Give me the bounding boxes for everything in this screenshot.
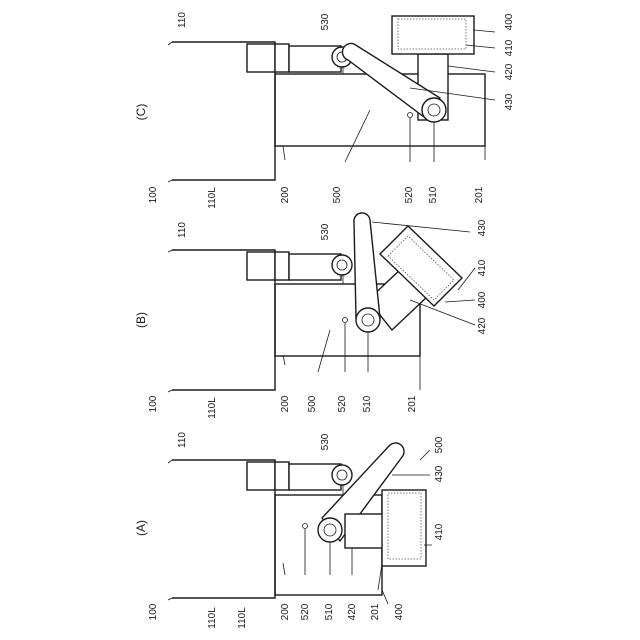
- panel-b-pivot-510: [356, 308, 380, 332]
- panel-c-label-410: 410: [504, 39, 515, 56]
- panel-c-pin-520: [408, 113, 413, 118]
- panel-c-label-400: 400: [504, 13, 515, 30]
- panel-a-label-110L-2: 110L: [237, 607, 248, 629]
- panel-b-lever-430: [354, 213, 380, 318]
- panel-a-block-530: [247, 462, 275, 490]
- panel-b-label-510: 510: [362, 395, 373, 412]
- panel-a-box-400: [382, 490, 426, 566]
- panel-b-label-201: 201: [407, 395, 418, 412]
- panel-b-label-530: 530: [320, 223, 331, 240]
- panel-c: (C) 100 110 110L 200 500 520 510 201 400…: [134, 12, 515, 209]
- panel-a-arm-420: [345, 514, 385, 548]
- panel-a-label-201: 201: [370, 603, 381, 620]
- panel-a-label-500: 500: [434, 436, 445, 453]
- panel-c-label-201: 201: [474, 186, 485, 203]
- panel-c-label-110L: 110L: [207, 187, 218, 209]
- panel-c-box-400: [392, 16, 474, 54]
- panel-c-block-530-neck: [275, 44, 289, 72]
- panel-b-label-110: 110: [177, 222, 188, 238]
- panel-a-label-200: 200: [280, 603, 291, 620]
- panel-c-label-200: 200: [280, 186, 291, 203]
- panel-b-pivot-530: [332, 255, 352, 275]
- panel-c-label-530: 530: [320, 13, 331, 30]
- panel-a-label-400: 400: [394, 603, 405, 620]
- panel-c-label-110: 110: [177, 12, 188, 28]
- panel-c-label-520: 520: [404, 186, 415, 203]
- panel-b-label-400: 400: [477, 291, 488, 308]
- panel-a: (A) 100 110 110L 110L 200 520 510 420 20…: [134, 432, 445, 629]
- panel-a-label-510: 510: [324, 603, 335, 620]
- panel-b-label-200: 200: [280, 395, 291, 412]
- panel-b-block-530: [247, 252, 275, 280]
- panel-b-label-520: 520: [337, 395, 348, 412]
- panel-a-caption: (A): [134, 520, 148, 536]
- panel-b: (B) 100 110 110L 200 500 520 510 201 420…: [134, 213, 488, 419]
- panel-a-block-530-neck: [275, 462, 289, 490]
- panel-a-label-430: 430: [434, 465, 445, 482]
- panel-a-pivot-530: [332, 465, 352, 485]
- panel-a-label-410: 410: [434, 523, 445, 540]
- panel-c-label-420: 420: [504, 63, 515, 80]
- panel-a-label-110: 110: [177, 432, 188, 448]
- panel-a-pivot-510: [318, 518, 342, 542]
- panel-b-label-500: 500: [307, 395, 318, 412]
- panel-c-pivot-510: [422, 98, 446, 122]
- panel-b-label-420: 420: [477, 317, 488, 334]
- panel-b-label-410: 410: [477, 259, 488, 276]
- panel-a-label-110L-1: 110L: [207, 607, 218, 629]
- panel-b-label-430: 430: [477, 219, 488, 236]
- panel-b-block-530-neck: [275, 252, 289, 280]
- panel-c-block-530: [247, 44, 275, 72]
- panel-b-caption: (B): [134, 312, 148, 328]
- panel-b-label-100: 100: [148, 395, 159, 412]
- panel-c-caption: (C): [134, 104, 148, 121]
- panel-a-label-100: 100: [148, 603, 159, 620]
- panel-c-label-430: 430: [504, 93, 515, 110]
- panel-a-label-530: 530: [320, 433, 331, 450]
- panel-a-pin-520: [303, 524, 308, 529]
- panel-a-label-520: 520: [300, 603, 311, 620]
- panel-b-pin-520: [343, 318, 348, 323]
- panel-b-label-110L: 110L: [207, 397, 218, 419]
- panel-c-label-100: 100: [148, 186, 159, 203]
- panel-a-label-420: 420: [347, 603, 358, 620]
- panel-c-label-510: 510: [428, 186, 439, 203]
- panel-c-label-500: 500: [332, 186, 343, 203]
